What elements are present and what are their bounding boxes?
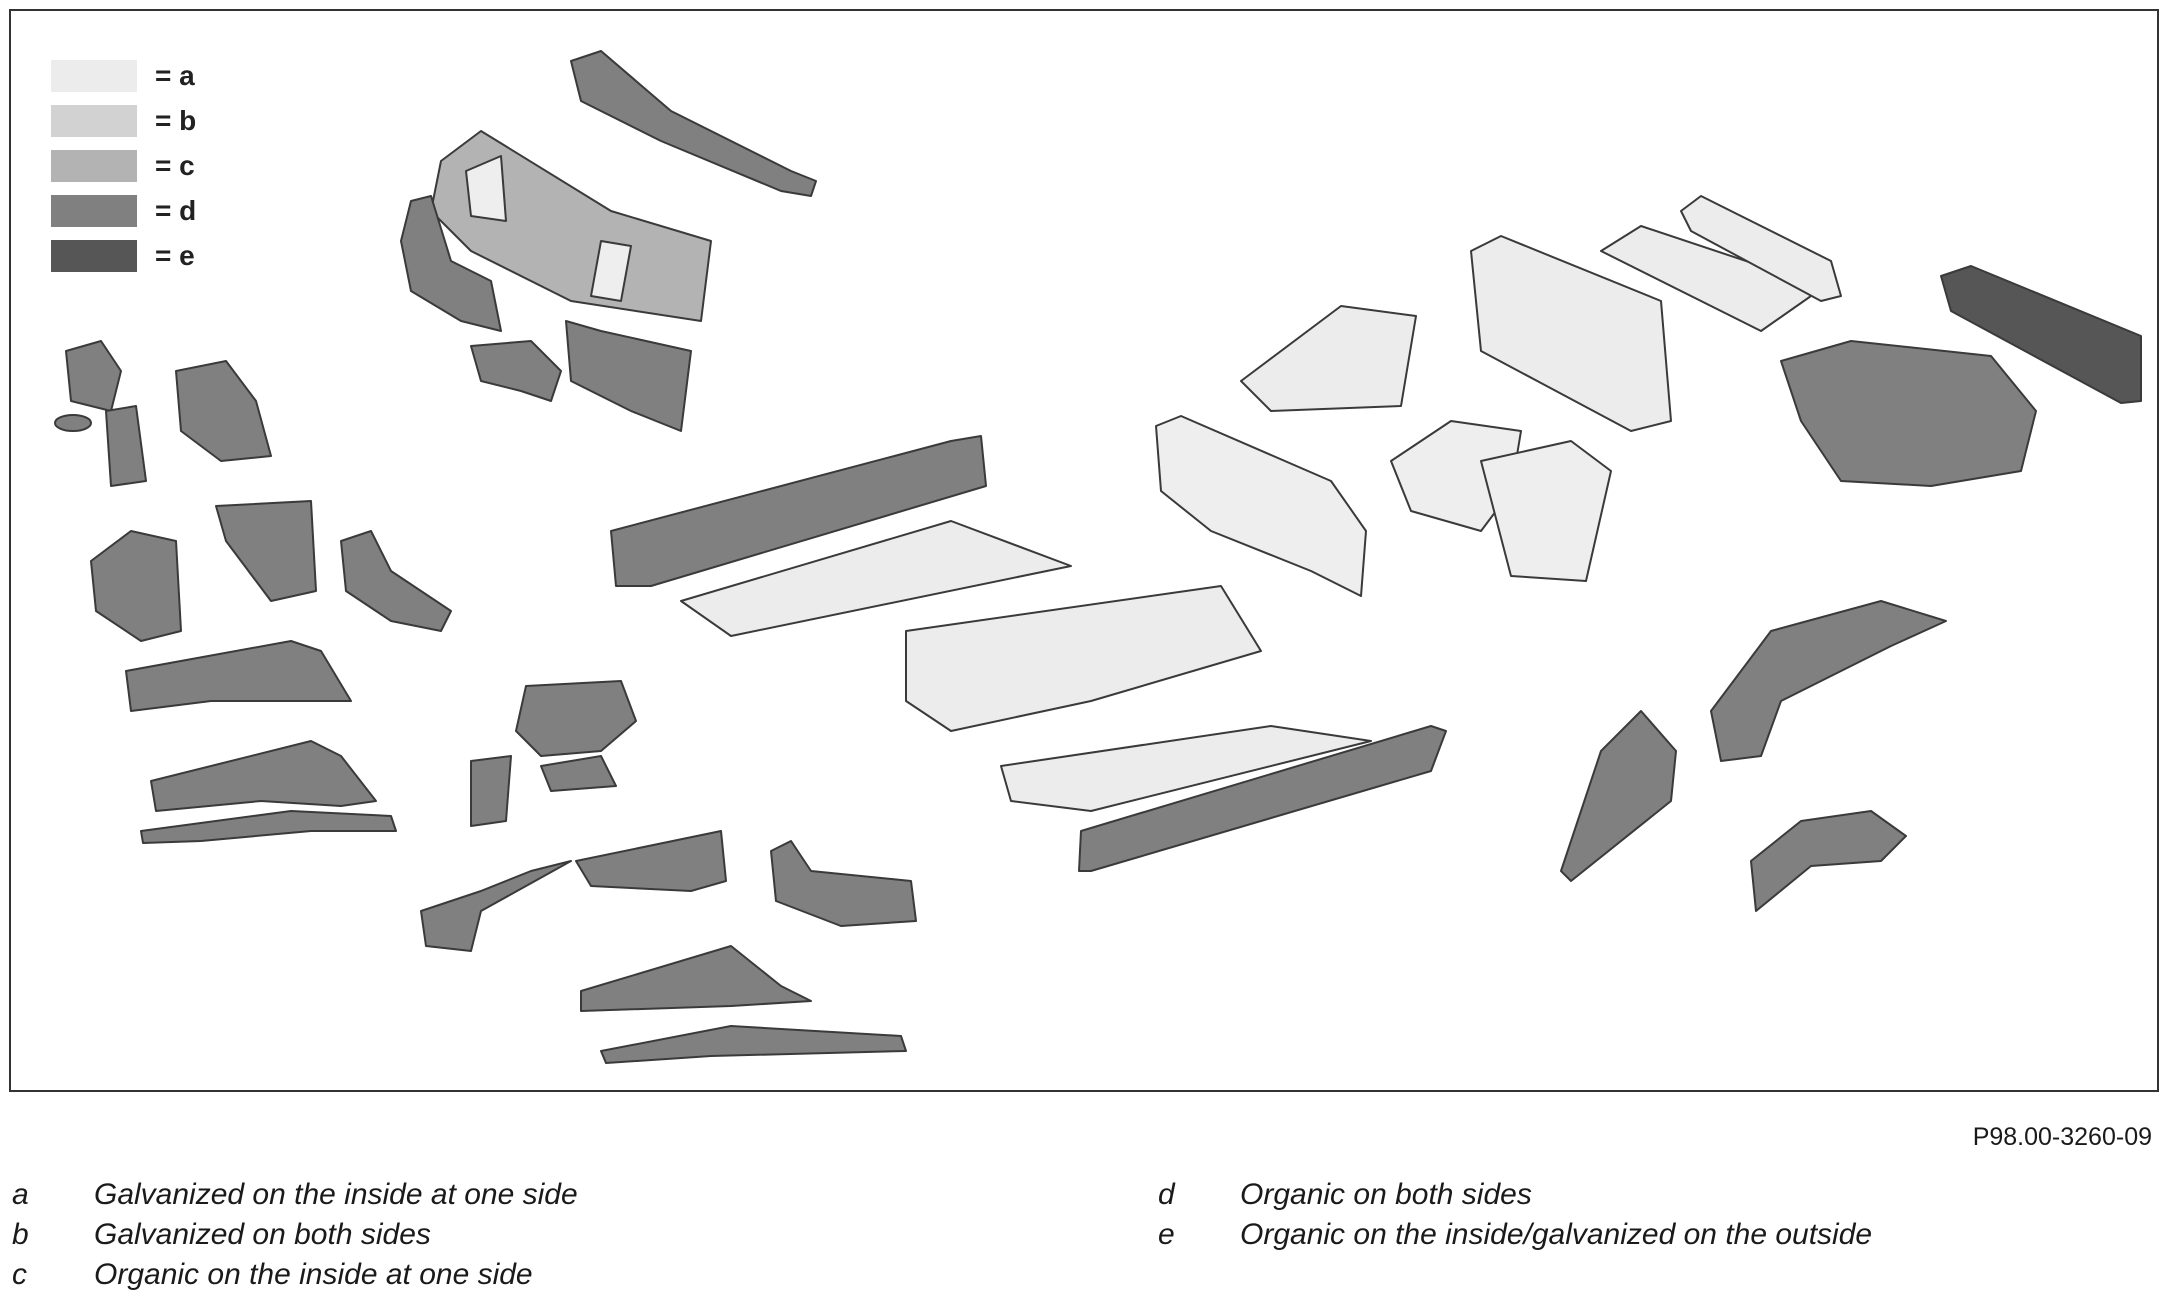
legend-item-a: = a	[51, 53, 196, 98]
caption-key-e: e	[1158, 1218, 1175, 1251]
caption-key-b: b	[12, 1218, 29, 1251]
front-left-inner-panels	[54, 195, 692, 827]
cowl-top	[570, 50, 817, 197]
legend-item-d: = d	[51, 188, 196, 233]
color-legend: = a = b = c = d = e	[51, 53, 196, 278]
body-parts-illustration	[54, 50, 2142, 1064]
rear-seat-crossmember	[1155, 305, 1612, 597]
caption-text-c: Organic on the inside at one side	[94, 1258, 533, 1291]
left-sill	[610, 435, 987, 587]
caption-text-d: Organic on both sides	[1240, 1178, 1532, 1211]
legend-item-e: = e	[51, 233, 196, 278]
legend-item-b: = b	[51, 98, 196, 143]
caption-text-a: Galvanized on the inside at one side	[94, 1178, 578, 1211]
diagram-frame: = a = b = c = d = e	[9, 9, 2159, 1092]
parcel-shelf	[1600, 195, 1842, 332]
front-floor	[680, 520, 1072, 637]
spare-wheel-well	[1780, 340, 2037, 487]
caption-key-d: d	[1158, 1178, 1175, 1211]
front-side-members	[125, 640, 917, 1064]
legend-swatch-c	[51, 149, 137, 182]
legend-swatch-e	[51, 239, 137, 272]
right-sill	[1078, 725, 1447, 872]
legend-label-c: = c	[155, 149, 195, 181]
figure-reference: P98.00-3260-09	[1972, 1123, 2152, 1151]
legend-item-c: = c	[51, 143, 196, 188]
caption-key-a: a	[12, 1178, 29, 1211]
rear-floor-section	[1000, 725, 1372, 812]
legend-swatch-d	[51, 194, 137, 227]
legend-label-d: = d	[155, 194, 197, 226]
rear-wall	[1470, 235, 1672, 432]
caption-text-e: Organic on the inside/galvanized on the …	[1240, 1218, 1873, 1251]
legend-label-e: = e	[155, 239, 195, 271]
front-bulkhead	[430, 130, 712, 322]
legend-label-b: = b	[155, 104, 197, 136]
center-floor	[905, 585, 1262, 732]
caption-key-c: c	[12, 1258, 27, 1291]
rear-wheelhouses	[1560, 600, 1947, 912]
rear-end-panel	[1940, 265, 2142, 404]
legend-label-a: = a	[155, 59, 195, 91]
legend-swatch-a	[51, 59, 137, 92]
caption-text-b: Galvanized on both sides	[94, 1218, 431, 1251]
legend-swatch-b	[51, 104, 137, 137]
